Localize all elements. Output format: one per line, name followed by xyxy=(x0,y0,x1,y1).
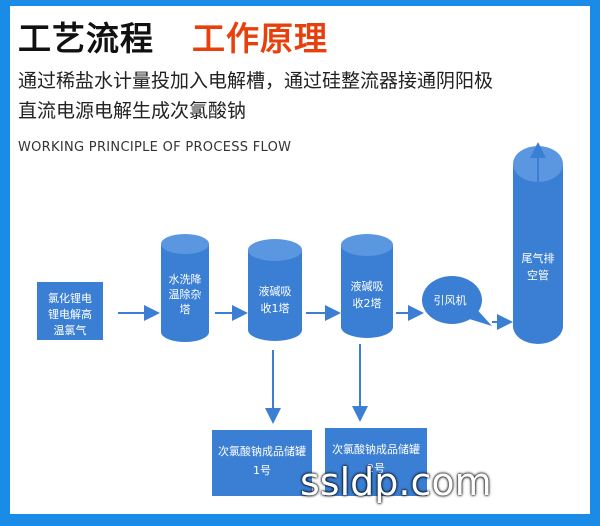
fan-label: 引风机 xyxy=(434,293,467,307)
exhaust-label-line-1: 尾气排 xyxy=(522,251,555,265)
description-line-2: 直流电源电解生成次氯酸钠 xyxy=(18,100,247,122)
storage1-label-line-2: 1号 xyxy=(253,464,271,477)
english-subtitle: WORKING PRINCIPLE OF PROCESS FLOW xyxy=(18,140,292,155)
storage2-label-line-2: 2号 xyxy=(367,462,385,475)
description-line-1: 通过稀盐水计量投加入电解槽，通过硅整流器接通阴阳极 xyxy=(18,70,494,92)
source-label-line-3: 温氯气 xyxy=(54,323,87,337)
title-process-flow: 工艺流程 xyxy=(18,19,154,58)
storage1-label-line-1: 次氯酸钠成品储罐 xyxy=(218,444,306,458)
storage-tank-2: 次氯酸钠成品储罐 2号 xyxy=(325,428,427,496)
storage2-label-line-1: 次氯酸钠成品储罐 xyxy=(332,442,420,456)
watermark-text: ssldp.com xyxy=(300,460,492,504)
exhaust-label-line-2: 空管 xyxy=(527,268,549,282)
absorber-tower-1: 液碱吸 收1塔 xyxy=(248,239,302,341)
source-label-line-1: 氯化锂电 xyxy=(48,291,92,305)
washer-tower: 水洗降 温除杂 塔 xyxy=(161,234,209,342)
absorber1-label-line-1: 液碱吸 xyxy=(259,284,292,298)
storage-tank-1: 次氯酸钠成品储罐 1号 xyxy=(212,430,312,496)
washer-label-line-2: 温除杂 xyxy=(169,287,202,301)
absorber2-label-line-2: 收2塔 xyxy=(353,296,382,310)
washer-label-line-3: 塔 xyxy=(180,303,191,316)
absorber-tower-2: 液碱吸 收2塔 xyxy=(341,234,393,338)
absorber2-label-line-1: 液碱吸 xyxy=(351,279,384,293)
source-box: 氯化锂电 锂电解高 温氯气 xyxy=(37,282,103,340)
title-working-principle: 工作原理 xyxy=(192,19,328,58)
source-label-line-2: 锂电解高 xyxy=(48,307,92,321)
absorber1-label-line-2: 收1塔 xyxy=(261,301,290,315)
induced-draft-fan: 引风机 xyxy=(422,276,492,326)
washer-label-line-1: 水洗降 xyxy=(169,272,202,286)
